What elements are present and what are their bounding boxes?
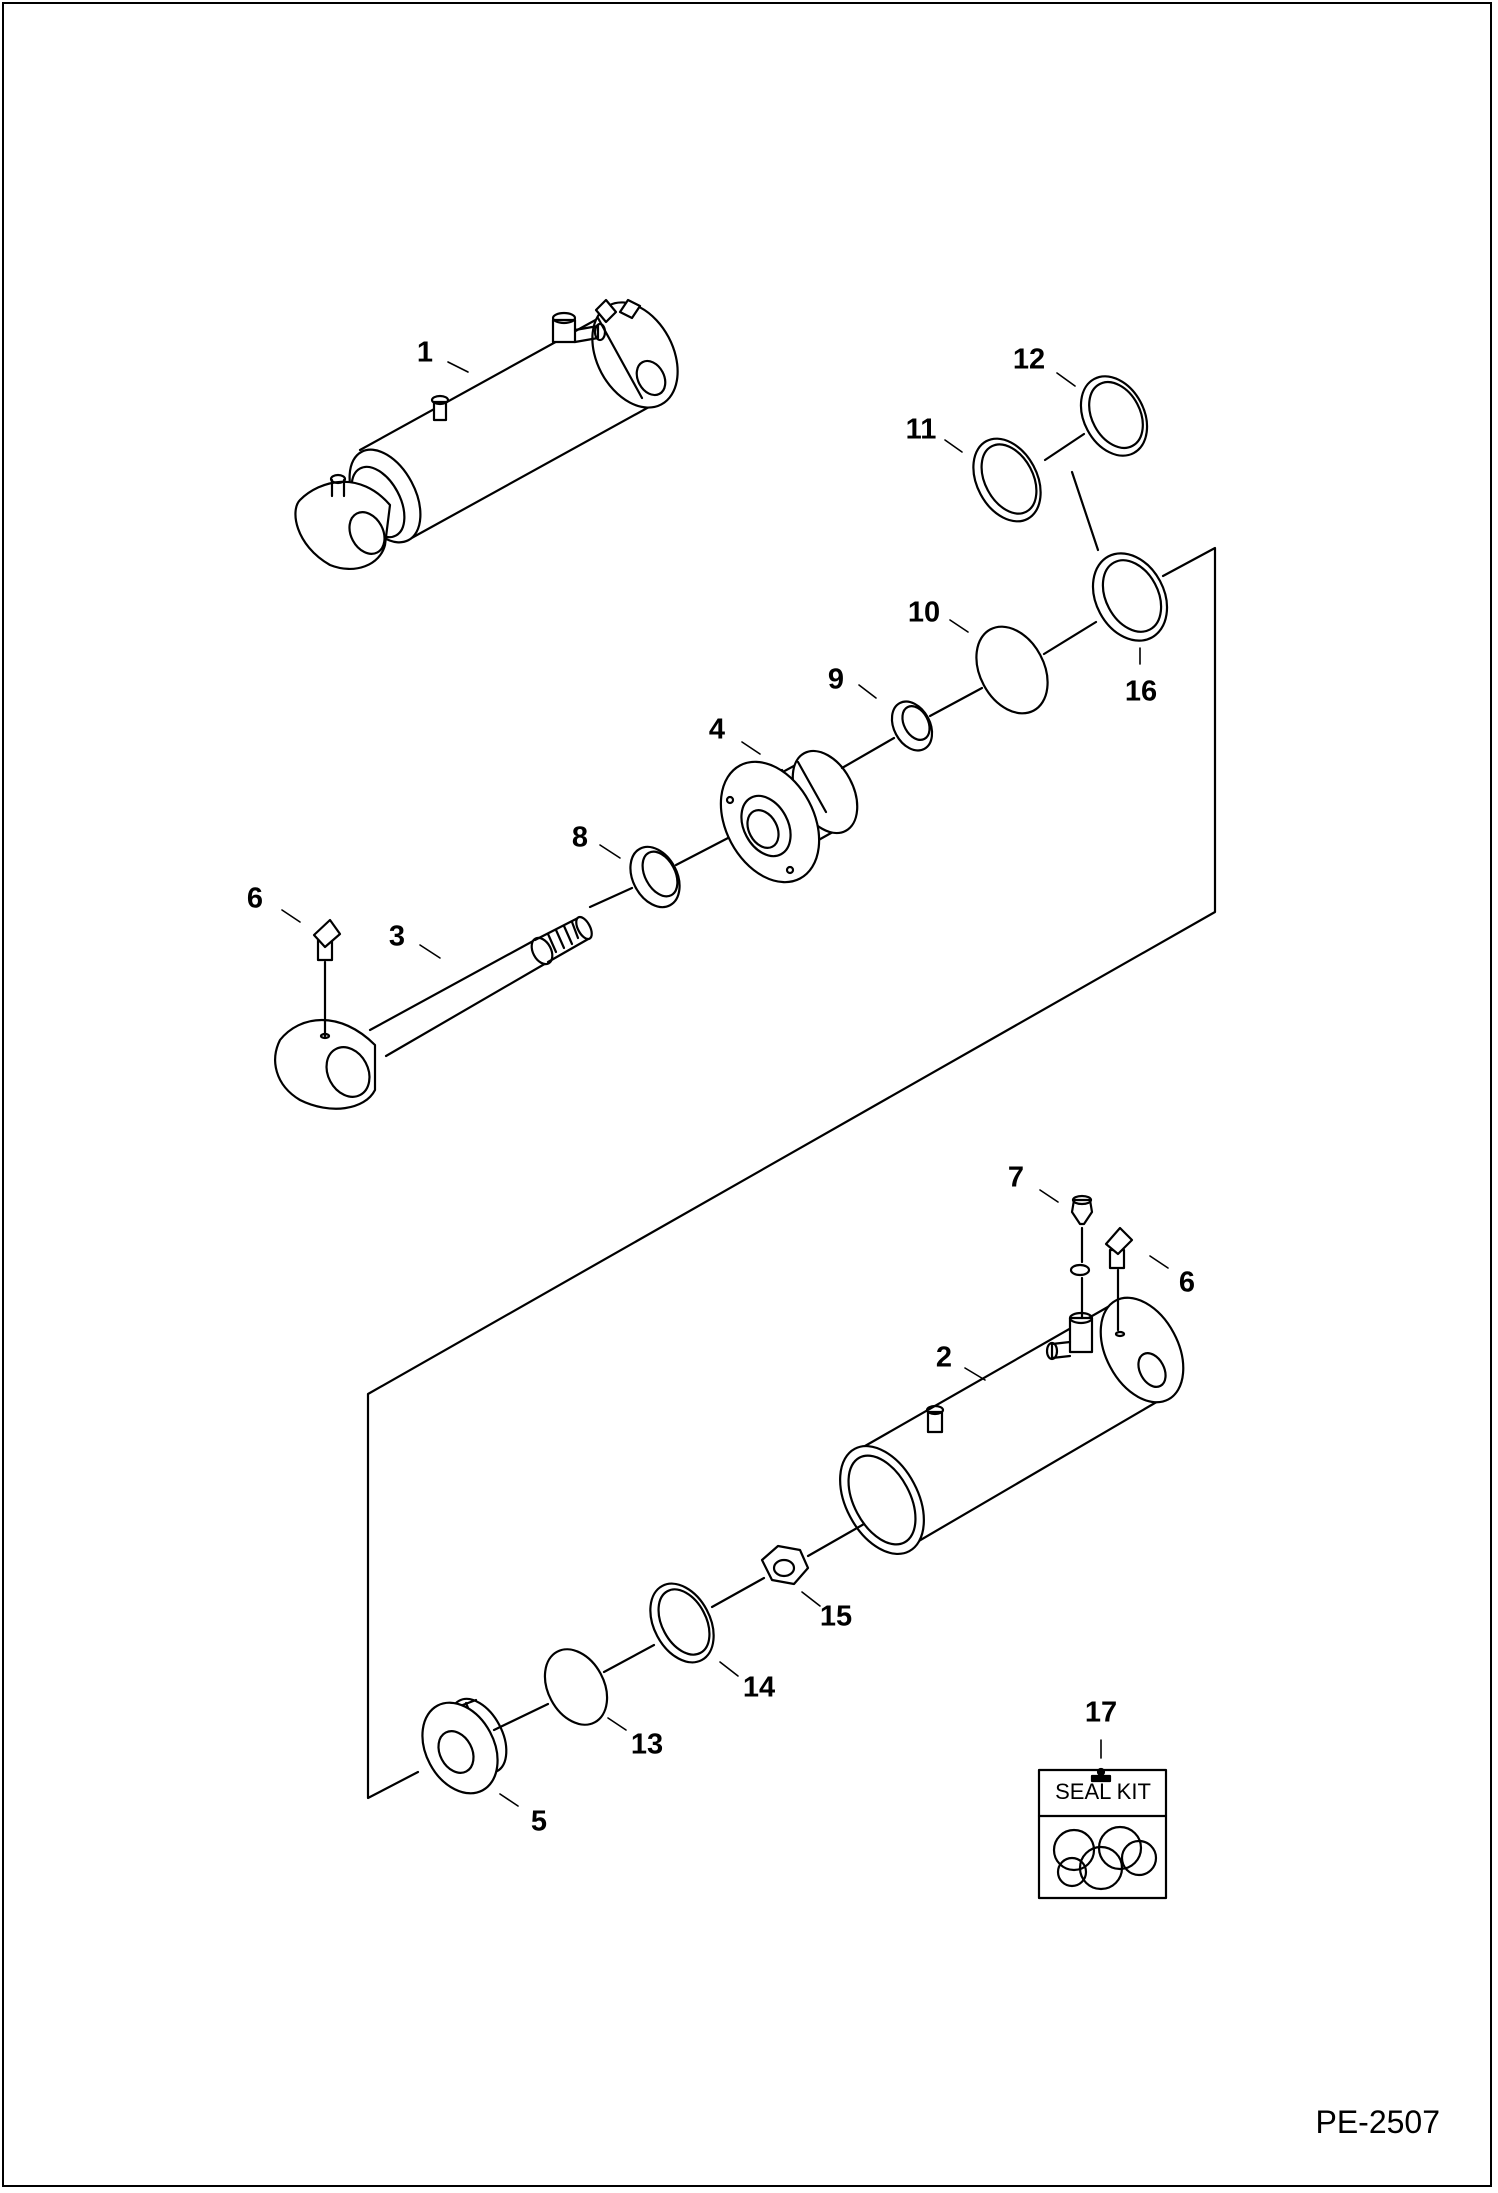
part-17-seal-kit xyxy=(1037,1767,1168,1900)
part-10-o-ring xyxy=(975,625,1049,715)
callout-13: 13 xyxy=(630,1728,664,1761)
callout-1: 1 xyxy=(416,336,434,369)
callout-16: 16 xyxy=(1124,675,1158,708)
callout-12: 12 xyxy=(1012,343,1046,376)
callout-3: 3 xyxy=(388,920,406,953)
part-7-plug xyxy=(1069,1194,1094,1320)
callout-14: 14 xyxy=(742,1671,776,1704)
part-4-gland xyxy=(719,749,859,884)
part-14-ring xyxy=(649,1582,715,1664)
callout-9: 9 xyxy=(827,663,845,696)
upper-axis-lines xyxy=(588,432,1100,909)
lower-axis-lines xyxy=(492,1522,866,1732)
callout-11: 11 xyxy=(905,413,937,446)
callout-2: 2 xyxy=(935,1341,953,1374)
part-9-seal xyxy=(890,700,934,752)
callout-8: 8 xyxy=(571,821,589,854)
seal-kit-label: SEAL KIT xyxy=(1055,1779,1151,1804)
part-15-nut xyxy=(760,1544,810,1586)
callout-15: 15 xyxy=(819,1600,853,1633)
part-13-o-ring xyxy=(543,1648,609,1726)
callout-10: 10 xyxy=(907,596,941,629)
part-5-piston xyxy=(421,1697,508,1795)
callout-17: 17 xyxy=(1084,1696,1118,1729)
part-3-rod xyxy=(274,915,593,1110)
phantom-assembly-line xyxy=(366,546,1217,1800)
callout-6-lower: 6 xyxy=(1178,1266,1196,1299)
callout-7: 7 xyxy=(1007,1161,1025,1194)
part-6-grease-fitting-lower xyxy=(1104,1226,1134,1332)
part-1-cylinder-assembly xyxy=(294,298,679,570)
part-12-ring xyxy=(1079,375,1149,457)
part-8-seal xyxy=(629,845,681,909)
leader-lines xyxy=(281,361,1169,1807)
callout-6-upper: 6 xyxy=(246,882,264,915)
callout-4: 4 xyxy=(708,713,726,746)
part-2-barrel xyxy=(839,1296,1185,1556)
part-16-backup-ring xyxy=(1091,552,1169,642)
drawing-code: PE-2507 xyxy=(1315,2104,1440,2140)
part-6-grease-fitting-upper xyxy=(312,918,342,1038)
part-11-ring xyxy=(972,437,1042,523)
callout-5: 5 xyxy=(530,1805,548,1838)
